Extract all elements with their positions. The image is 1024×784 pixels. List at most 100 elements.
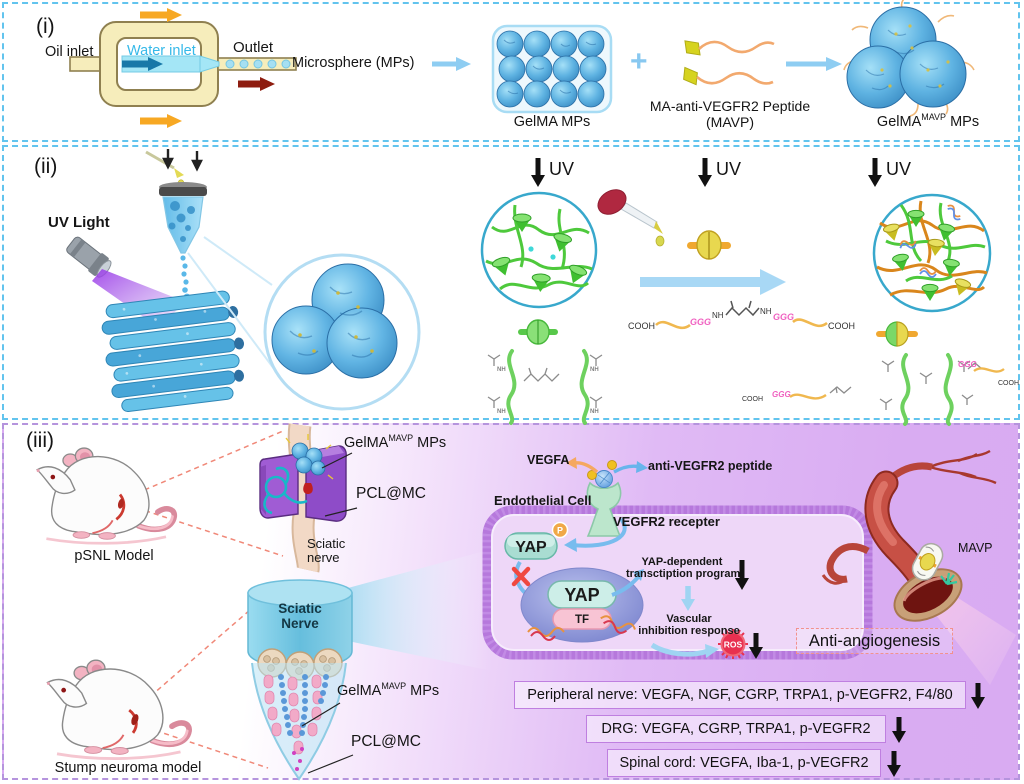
svg-text:NH: NH xyxy=(497,409,506,415)
svg-text:NH: NH xyxy=(590,367,599,373)
sciatic-nerve-cuff-inset xyxy=(259,423,358,573)
anti-vegfr2-peptide-label: anti-VEGFR2 peptide xyxy=(648,459,773,473)
pcl-rods xyxy=(263,674,323,755)
tip-dots xyxy=(292,747,304,771)
psnl-mouse xyxy=(36,447,178,545)
printed-scaffold xyxy=(101,290,245,412)
reaction-arrow xyxy=(640,269,786,295)
ligand-ball xyxy=(607,460,617,470)
oil-flow-arrow-top xyxy=(140,8,182,22)
gelma-chemistry-sketch: NH NH NH NH xyxy=(487,319,603,425)
uv-arrow xyxy=(535,158,878,177)
svg-text:COOH: COOH xyxy=(828,321,855,331)
arrow-to-product xyxy=(786,57,842,71)
svg-text:YAP: YAP xyxy=(564,585,599,605)
svg-text:COOH: COOH xyxy=(628,321,655,331)
oil-inlet-label: Oil inlet xyxy=(45,44,94,60)
vegfr2-receptor-icon xyxy=(586,460,622,537)
uv-light-label: UV Light xyxy=(48,214,110,231)
gelma-network-circle xyxy=(480,191,598,309)
down-arrow-blue xyxy=(681,586,695,611)
gelma-mavp-mps-label: GelMAMAVP MPs xyxy=(337,681,440,699)
outlet-flow-arrow xyxy=(238,77,275,91)
crosslink-icons xyxy=(882,209,972,301)
down-arrow-black xyxy=(735,560,749,590)
droplet-stream xyxy=(180,255,191,301)
mps-cluster-on-nerve xyxy=(291,442,326,476)
water-flow-arrow xyxy=(122,57,163,71)
mavp-peptide-icon xyxy=(683,66,774,86)
svg-text:NH: NH xyxy=(712,311,724,320)
down-arrow-icon xyxy=(971,683,985,709)
finding-box-drg: DRG: VEGFA, CGRP, TRPA1, p-VEGFR2 xyxy=(586,715,886,743)
nerve-cone-inset xyxy=(247,579,354,781)
mavp-label: MAVP xyxy=(958,541,993,555)
mavp-peptide-icon xyxy=(684,40,775,56)
anti-vegfr2-arrow xyxy=(613,461,648,474)
dual-network-circle xyxy=(872,193,992,313)
gelma-mavp-mps-label: GelMAMAVP MPs xyxy=(344,433,447,451)
water-inlet-label: Water inlet xyxy=(127,43,196,59)
svg-text:GGG: GGG xyxy=(773,312,794,322)
svg-text:TF: TF xyxy=(575,614,589,626)
phospho-badge xyxy=(551,521,569,539)
print-cartridge xyxy=(159,182,207,301)
svg-text:NH: NH xyxy=(590,409,599,415)
microsphere-label: Microsphere (MPs) xyxy=(292,55,415,71)
mavp-peptide-label-line2: (MAVP) xyxy=(706,114,754,130)
nucleus: YAP TF xyxy=(520,567,644,643)
down-arrow-icon xyxy=(892,717,906,743)
svg-text:COOH: COOH xyxy=(998,380,1019,387)
oil-flow-arrow-bottom xyxy=(140,114,182,128)
panel-iii-art: YAP P YAP TF xyxy=(36,423,1016,781)
receptor-to-yap-arrow xyxy=(564,517,627,552)
psnl-model-label: pSNL Model xyxy=(74,548,154,564)
gelma-mps-box xyxy=(491,24,613,114)
vessel-beam xyxy=(936,589,1016,685)
blood-drop xyxy=(303,483,313,494)
svg-text:NH: NH xyxy=(760,307,772,316)
svg-text:COOH: COOH xyxy=(742,396,763,403)
gelma-mavp-cluster xyxy=(843,0,975,117)
down-arrow-black xyxy=(749,633,763,659)
uv-flashlight-icon xyxy=(66,236,186,327)
vascular-response-label: Vascular inhibition response xyxy=(638,613,740,637)
to-ros-arrow xyxy=(650,642,719,658)
mavp-chemistry-chain: COOH GGG NH NH GGG COOH xyxy=(628,300,855,331)
panel-ii-tag: (ii) xyxy=(34,155,58,178)
nucleus-output-arrow xyxy=(611,569,644,597)
endothelial-cell-label: Endothelial Cell xyxy=(494,493,592,508)
zoom-beam xyxy=(348,549,492,671)
svg-text:NH: NH xyxy=(497,367,506,373)
stump-mouse xyxy=(46,659,192,760)
pcl-mc-label: PCL@MC xyxy=(351,733,421,750)
uv-arrowheads xyxy=(531,175,882,187)
vessel-branches xyxy=(929,449,997,485)
vegfa-release-arrow xyxy=(566,457,599,474)
gelma-mavp-product-label: GelMAMAVP MPs xyxy=(876,112,980,130)
stump-model-label: Stump neuroma model xyxy=(54,760,202,776)
peptide-strand-icons xyxy=(899,204,961,278)
dual-chemistry-sketch: COOH GGG GGG COOH xyxy=(742,321,1019,426)
svg-text:GGG: GGG xyxy=(772,390,791,399)
mavp-capsule-icon xyxy=(911,542,944,581)
mavp-peptide-label-line1: MA-anti-VEGFR2 Peptide xyxy=(649,98,811,114)
panel-iii-tag: (iii) xyxy=(26,429,54,452)
ma-group-icons xyxy=(491,213,588,292)
arrow-to-gelma-mps xyxy=(432,57,471,71)
panel-ii-art: NH NH NH NH COOH GGG NH NH GGG COOH xyxy=(66,149,1019,426)
yap-phospho-pill: YAP P xyxy=(504,521,569,560)
cone-sciatic-nerve-label: Sciatic Nerve xyxy=(278,601,322,631)
sciatic-nerve-label: Sciatic nerve xyxy=(307,536,346,566)
svg-text:GGG: GGG xyxy=(958,360,977,369)
panel-i-art xyxy=(69,0,975,128)
panel-i-tag: (i) xyxy=(36,15,55,38)
crosslinker-lens-icon xyxy=(687,230,731,260)
anti-angiogenesis-box: Anti-angiogenesis xyxy=(796,628,953,654)
svg-text:YAP: YAP xyxy=(515,539,547,556)
dropper-icon xyxy=(597,189,665,247)
sparkles xyxy=(285,434,334,480)
suture-thread xyxy=(263,466,308,515)
ros-burst: ROS xyxy=(718,629,748,659)
svg-text:P: P xyxy=(557,526,563,536)
